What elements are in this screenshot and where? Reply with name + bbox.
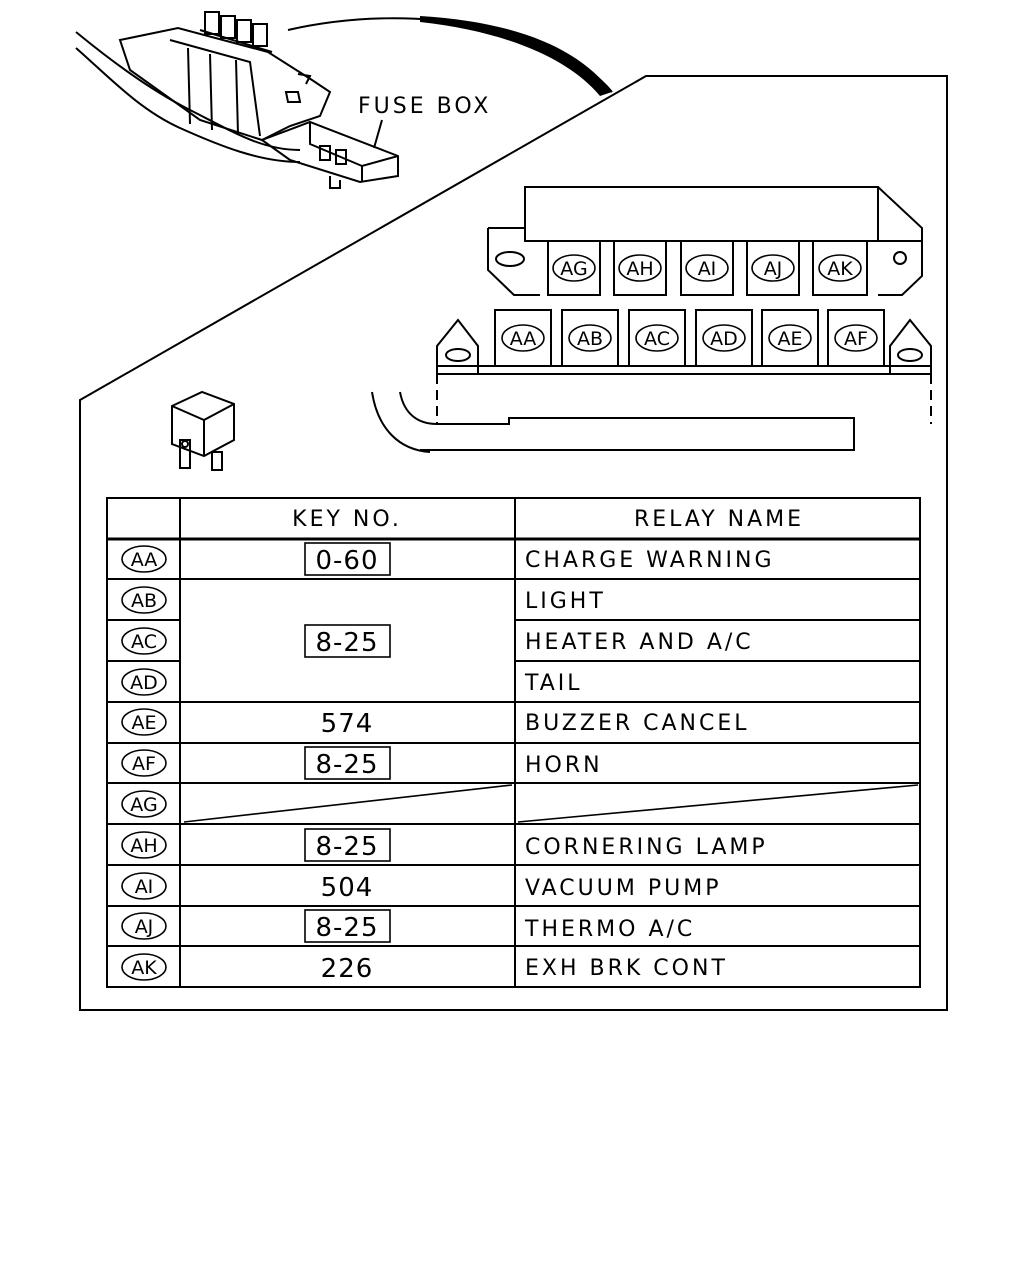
row-code: AB xyxy=(131,590,157,612)
socket-label: AG xyxy=(560,258,587,280)
key-numbers: 0-60 8-25 574 8-25 8-25 504 8-25 226 xyxy=(304,542,391,984)
row-code: AD xyxy=(130,672,158,694)
key-number: 8-25 xyxy=(315,628,378,658)
key-number: 574 xyxy=(321,709,374,739)
socket-label: AC xyxy=(644,328,670,350)
socket-label: AA xyxy=(510,328,537,350)
relay-name: CORNERING LAMP xyxy=(525,835,768,860)
relay-name: TAIL xyxy=(524,671,583,696)
row-codes: AA AB AC AD AE AF AG AH AI AJ AK xyxy=(121,545,167,981)
row-code: AI xyxy=(135,876,154,898)
key-number: 226 xyxy=(321,954,374,984)
relay-name: EXH BRK CONT xyxy=(525,956,728,981)
relay-block xyxy=(371,186,932,453)
socket-label: AK xyxy=(827,258,853,280)
header-relay-name: RELAY NAME xyxy=(634,507,804,532)
relay-name: HORN xyxy=(525,753,603,778)
socket-label: AF xyxy=(844,328,868,350)
relay-name: LIGHT xyxy=(525,589,606,614)
pointer-arc-shadow xyxy=(420,16,612,96)
row-code: AF xyxy=(132,753,156,775)
row-code: AA xyxy=(131,549,158,571)
relay-name: CHARGE WARNING xyxy=(525,548,775,573)
socket-labels-upper: AG AH AI AJ AK xyxy=(552,254,862,282)
row-code: AH xyxy=(130,835,157,857)
key-number: 504 xyxy=(321,873,374,903)
key-number: 0-60 xyxy=(315,546,378,576)
socket-label: AH xyxy=(626,258,653,280)
socket-label: AD xyxy=(710,328,738,350)
key-box xyxy=(304,828,391,862)
row-code: AJ xyxy=(135,916,154,938)
key-box xyxy=(304,542,391,576)
key-number: 8-25 xyxy=(315,832,378,862)
row-code: AG xyxy=(130,794,157,816)
relay-name: HEATER AND A/C xyxy=(525,630,754,655)
socket-label: AI xyxy=(698,258,717,280)
fuse-box-label: FUSE BOX xyxy=(358,94,491,119)
socket-label: AB xyxy=(577,328,603,350)
socket-labels-lower: AA AB AC AD AE AF xyxy=(501,324,878,352)
key-number: 8-25 xyxy=(315,913,378,943)
relay-table: KEY NO. RELAY NAME xyxy=(106,497,921,988)
key-box xyxy=(304,746,391,780)
fuse-box-leader xyxy=(373,119,383,149)
fuse-box-illustration xyxy=(75,11,399,189)
detail-frame xyxy=(79,75,948,1011)
key-number: 8-25 xyxy=(315,750,378,780)
row-code: AK xyxy=(131,957,157,979)
relay-name: BUZZER CANCEL xyxy=(525,711,750,736)
relay-name: VACUUM PUMP xyxy=(525,876,721,901)
relay-names: CHARGE WARNING LIGHT HEATER AND A/C TAIL… xyxy=(524,548,775,981)
key-box xyxy=(304,624,391,658)
relay-icon xyxy=(171,390,235,471)
relay-name: THERMO A/C xyxy=(524,917,695,942)
row-code: AC xyxy=(131,631,157,653)
header-key-no: KEY NO. xyxy=(292,507,402,532)
socket-label: AJ xyxy=(764,258,783,280)
row-code: AE xyxy=(131,712,156,734)
key-box xyxy=(304,909,391,943)
socket-label: AE xyxy=(777,328,802,350)
